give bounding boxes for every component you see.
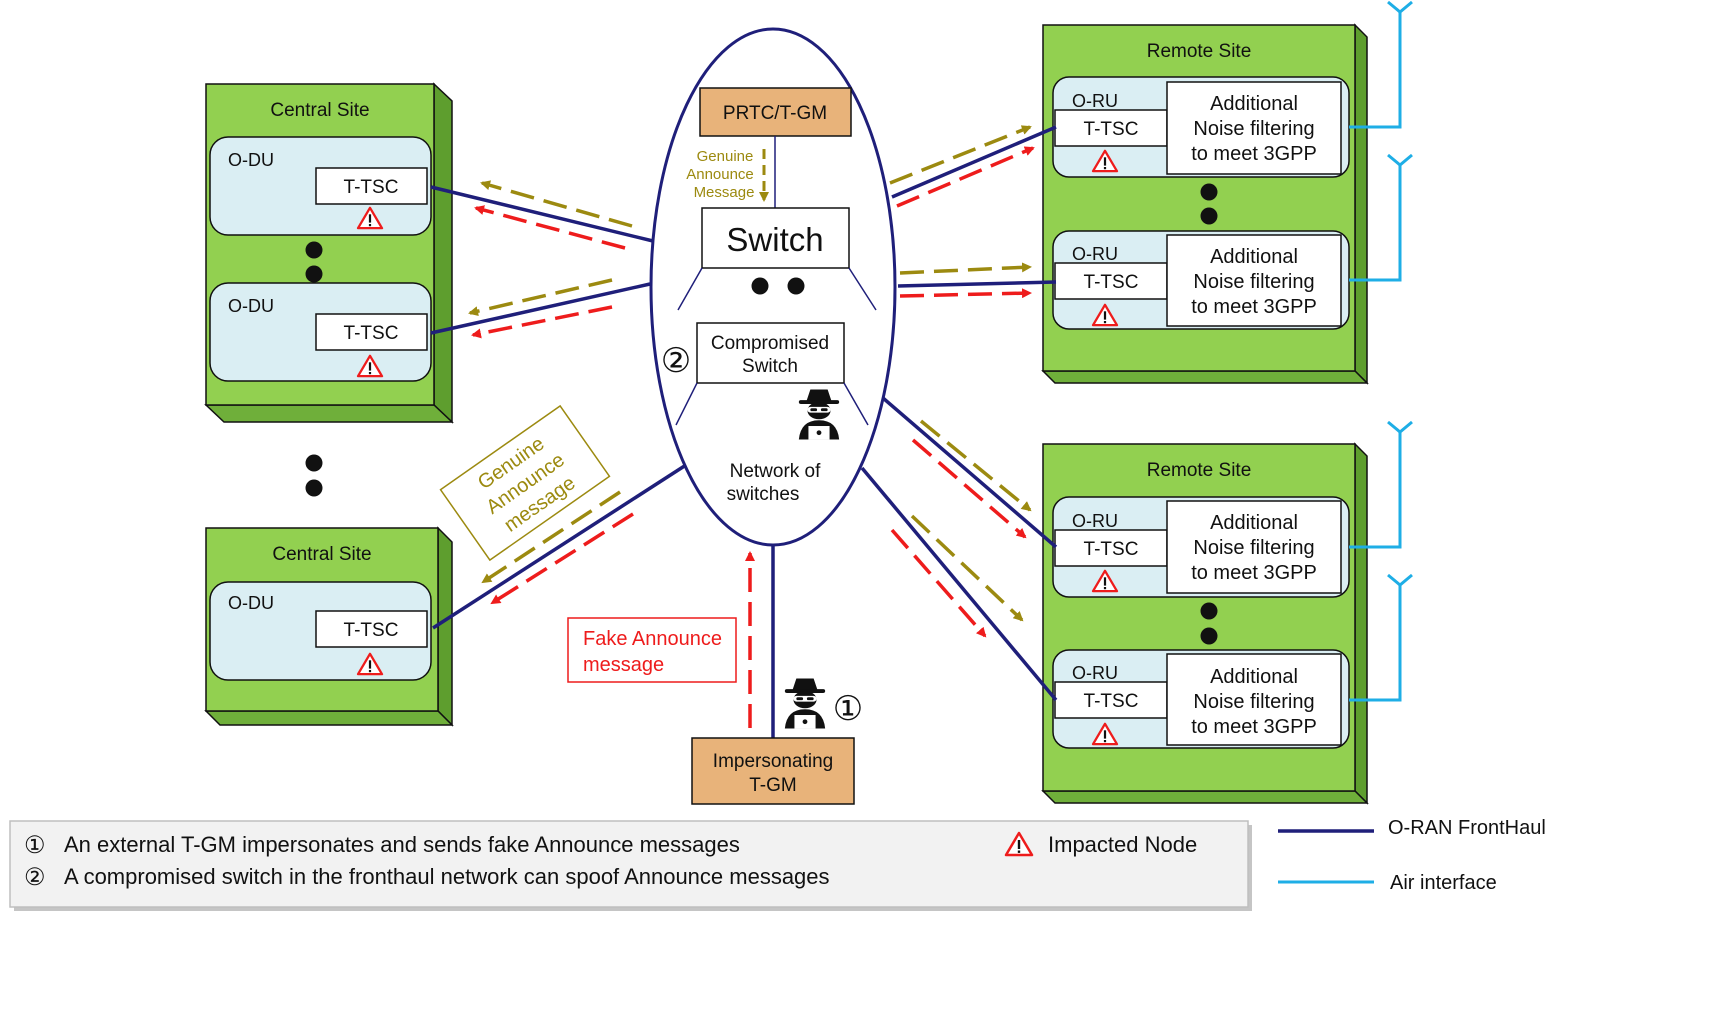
- switch-box: [701, 207, 850, 269]
- o-ru-3: O-RU T-TSC Additional Noise filtering to…: [1052, 496, 1350, 598]
- remote-site-2-title: Remote Site: [1147, 460, 1252, 481]
- o-ru-1-filter-line3: to meet 3GPP: [1191, 143, 1317, 165]
- legend-line1-num: ①: [24, 832, 46, 859]
- fronthaul-links: [430, 125, 1058, 739]
- o-du-2-tsc: T-TSC: [344, 323, 399, 344]
- cloud-label-line1: Network of: [730, 461, 822, 482]
- remote-site-2: Remote Site O-RU T-TSC Additional Noise …: [1041, 442, 1369, 805]
- antenna-icon: [1349, 0, 1413, 129]
- prtc-box: [699, 87, 852, 137]
- o-ru-1-tsc: T-TSC: [1084, 119, 1139, 140]
- o-ru-4-tsc: T-TSC: [1084, 691, 1139, 712]
- ellipsis-dot: [305, 479, 323, 497]
- o-ru-3-filter-line1: Additional: [1210, 512, 1298, 534]
- fake-callout-line1: Fake Announce: [583, 628, 722, 650]
- impersonating-tgm: ① Impersonating T-GM: [691, 678, 863, 805]
- genuine-small-line1: Genuine: [697, 148, 754, 165]
- o-ru-3-filter-line2: Noise filtering: [1193, 537, 1314, 559]
- o-du-2: O-DU T-TSC: [209, 282, 432, 382]
- o-ru-4-filter-line3: to meet 3GPP: [1191, 716, 1317, 738]
- ellipsis-dot: [305, 454, 323, 472]
- o-ru-1: O-RU T-TSC Additional Noise filtering to…: [1052, 76, 1350, 178]
- legend-line2-text: A compromised switch in the fronthaul ne…: [64, 864, 830, 889]
- antenna-icon: [1349, 573, 1413, 702]
- marker-1: ①: [833, 690, 863, 728]
- o-ru-2-label: O-RU: [1072, 244, 1118, 264]
- impersonating-line1: Impersonating: [713, 751, 833, 772]
- impersonating-line2: T-GM: [749, 775, 797, 796]
- genuine-small-line2: Announce: [686, 166, 754, 183]
- fake-announce-arrows: [471, 146, 1035, 728]
- ellipsis-dot: [1200, 627, 1218, 645]
- network-cloud: PRTC/T-GM Genuine Announce Message Switc…: [649, 27, 897, 547]
- legend-box: ① An external T-GM impersonates and send…: [9, 820, 1252, 911]
- o-ru-4-filter-line2: Noise filtering: [1193, 691, 1314, 713]
- o-ru-3-tsc: T-TSC: [1084, 539, 1139, 560]
- compromised-label-line2: Switch: [742, 356, 798, 377]
- antenna-icon: [1349, 153, 1413, 282]
- o-du-1-tsc: T-TSC: [344, 177, 399, 198]
- genuine-small-line3: Message: [694, 184, 755, 201]
- o-du-1-label: O-DU: [228, 150, 274, 170]
- legend-air: Air interface: [1390, 872, 1497, 894]
- legend-impacted-label: Impacted Node: [1048, 832, 1197, 857]
- o-ru-4-label: O-RU: [1072, 663, 1118, 683]
- central-site-1-title: Central Site: [270, 100, 369, 121]
- o-ru-3-filter-line3: to meet 3GPP: [1191, 562, 1317, 584]
- prtc-label: PRTC/T-GM: [723, 103, 827, 124]
- remote-site-1-title: Remote Site: [1147, 41, 1252, 62]
- genuine-announce-arrows: [468, 125, 1032, 622]
- o-du-3: O-DU T-TSC: [209, 581, 432, 681]
- compromised-switch-box: [696, 322, 845, 384]
- line-legend: O-RAN FrontHaul Air interface: [1278, 817, 1546, 894]
- marker-2: ②: [661, 342, 691, 380]
- ellipsis-dot: [1200, 207, 1218, 225]
- ellipsis-dot: [1200, 602, 1218, 620]
- ellipsis-dot: [1200, 183, 1218, 201]
- compromised-label-line1: Compromised: [711, 333, 829, 354]
- o-ru-1-filter-line1: Additional: [1210, 93, 1298, 115]
- antenna-icon: [1349, 420, 1413, 549]
- fake-announce-callout: Fake Announce message: [567, 617, 737, 683]
- ellipsis-dot: [305, 241, 323, 259]
- attacker-icon: [784, 678, 826, 729]
- fake-callout-line2: message: [583, 654, 664, 676]
- o-du-1: O-DU T-TSC: [209, 136, 432, 236]
- o-ru-2: O-RU T-TSC Additional Noise filtering to…: [1052, 230, 1350, 330]
- ellipsis-dot: [305, 265, 323, 283]
- remote-site-1: Remote Site O-RU T-TSC Additional Noise …: [1041, 23, 1369, 385]
- o-du-3-label: O-DU: [228, 593, 274, 613]
- o-ru-4-filter-line1: Additional: [1210, 666, 1298, 688]
- ellipsis-dot: [787, 277, 805, 295]
- central-site-2: Central Site O-DU T-TSC: [204, 526, 454, 727]
- central-site-2-title: Central Site: [272, 544, 371, 565]
- o-du-3-tsc: T-TSC: [344, 620, 399, 641]
- o-ru-3-label: O-RU: [1072, 511, 1118, 531]
- o-du-2-label: O-DU: [228, 296, 274, 316]
- cloud-label-line2: switches: [727, 484, 800, 505]
- o-ru-2-tsc: T-TSC: [1084, 272, 1139, 293]
- o-ru-4: O-RU T-TSC Additional Noise filtering to…: [1052, 649, 1350, 749]
- air-interface-links: [1349, 0, 1413, 702]
- genuine-announce-callout: Genuine Announce message: [439, 404, 611, 562]
- ellipsis-dot: [751, 277, 769, 295]
- o-ru-2-filter-line1: Additional: [1210, 246, 1298, 268]
- legend-line2-num: ②: [24, 864, 46, 891]
- switch-label: Switch: [726, 221, 823, 258]
- o-ru-1-filter-line2: Noise filtering: [1193, 118, 1314, 140]
- o-ru-1-label: O-RU: [1072, 91, 1118, 111]
- o-ru-2-filter-line2: Noise filtering: [1193, 271, 1314, 293]
- o-ru-2-filter-line3: to meet 3GPP: [1191, 296, 1317, 318]
- central-site-1: Central Site O-DU T-TSC O-DU T-TSC: [204, 82, 454, 424]
- legend-line1-text: An external T-GM impersonates and sends …: [64, 832, 740, 857]
- legend-fronthaul: O-RAN FrontHaul: [1388, 817, 1546, 839]
